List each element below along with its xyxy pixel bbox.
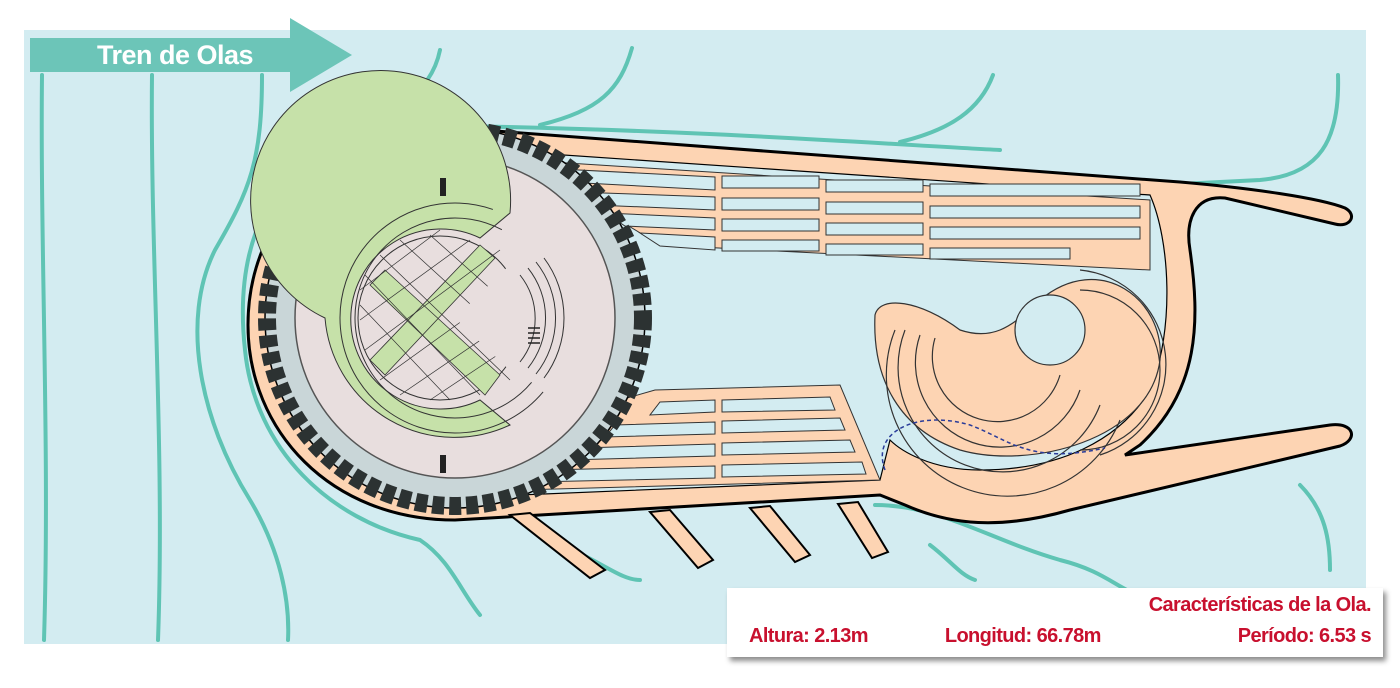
wave-characteristics-legend: Características de la Ola. Altura: 2.13m… [727, 588, 1383, 657]
wave-direction-arrow [30, 18, 352, 92]
wave-height: Altura: 2.13m [749, 625, 869, 647]
wave-zone-outline [881, 419, 1106, 471]
wave-train-label: Tren de Olas [96, 40, 254, 70]
marina-arcs [874, 269, 1167, 497]
central-plaza [250, 69, 652, 515]
wave-period: Período: 6.53 s [1237, 625, 1372, 647]
wave-length: Longitud: 66.78m [944, 625, 1102, 647]
jetties [507, 500, 890, 580]
top-piers [519, 159, 1151, 271]
legend-title: Características de la Ola. [1148, 594, 1372, 616]
